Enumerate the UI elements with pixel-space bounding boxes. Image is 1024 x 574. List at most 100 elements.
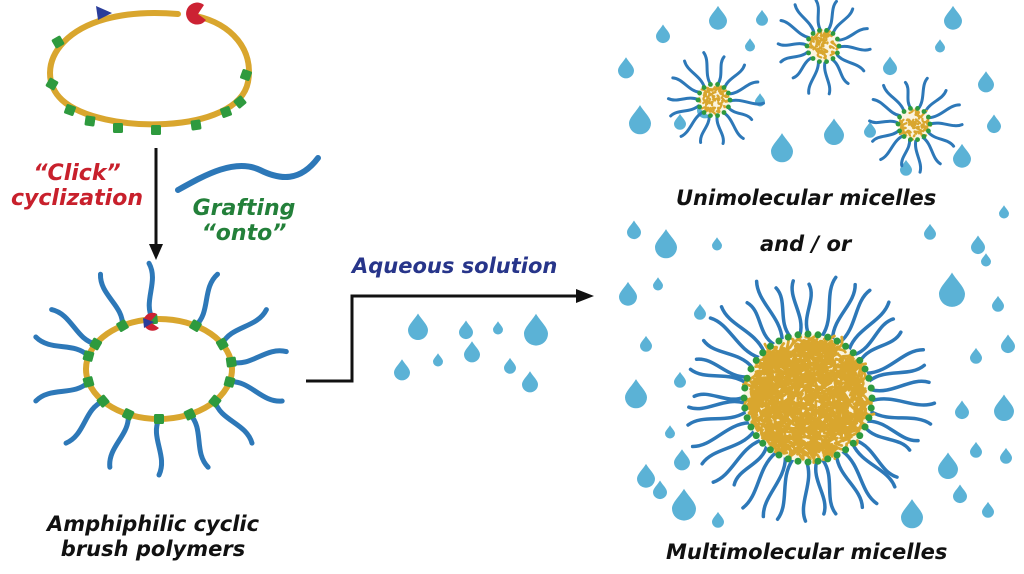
micelle-junction-bead [897, 114, 902, 120]
brush-side-chain [146, 260, 156, 322]
micelle-junction-bead [835, 50, 840, 56]
alkyne-end-triangle [96, 6, 112, 20]
corona-chain [841, 449, 879, 506]
micelle-junction-bead [915, 137, 920, 142]
grafting-onto-label: Grafting “onto” [186, 196, 302, 247]
micelle-junction-bead [804, 458, 812, 466]
micelle-junction-bead [921, 109, 927, 114]
water-droplet-icon [999, 205, 1009, 219]
corona-chain [715, 114, 725, 146]
corona-chain [831, 7, 855, 36]
corona-chain [871, 128, 901, 143]
water-droplet-icon [883, 56, 897, 76]
corona-chain [669, 104, 701, 118]
graft-junction-bead [96, 394, 110, 408]
micelle-junction-bead [806, 50, 811, 56]
micelle-junction-bead [697, 104, 702, 110]
corona-chain [779, 18, 811, 40]
grafting-label-line1: Grafting [192, 196, 296, 221]
water-droplet-icon [992, 295, 1005, 312]
side-group-bead [45, 77, 59, 91]
brush-side-chain [49, 307, 99, 347]
brush-backbone [83, 316, 235, 422]
water-droplet-icon [394, 359, 410, 381]
corona-chain [823, 60, 832, 96]
corona-chain [791, 56, 814, 80]
water-droplet-icon [953, 143, 971, 168]
water-droplet-icon [674, 371, 686, 388]
micelle-junction-bead [824, 28, 829, 33]
micelle-junction-bead [804, 43, 810, 49]
micelle-junction-bead [842, 342, 850, 350]
azide-end-pacman [186, 2, 206, 25]
micelle-junction-bead [794, 457, 802, 465]
corona-chain [790, 279, 803, 337]
water-droplet-icon [824, 118, 844, 145]
micelle-junction-bead [817, 59, 822, 64]
micelle-junction-bead [784, 333, 792, 341]
graft-junction-bead [225, 356, 237, 368]
water-droplet-icon [994, 394, 1014, 421]
brush-side-chain [97, 271, 126, 329]
click-cyclization-label: “Click” cyclization [8, 161, 146, 212]
click-label-line1: “Click” [33, 161, 121, 186]
water-droplet-icon [712, 237, 722, 251]
micelle-junction-bead [856, 356, 864, 364]
unimolecular-micelle [776, 0, 872, 96]
graft-junction-bead [183, 408, 197, 421]
water-droplet-icon [987, 114, 1001, 134]
graft-junction-bead [89, 337, 103, 351]
micelle-junction-bead [921, 134, 927, 139]
micelle-junction-bead [830, 56, 836, 61]
corona-chain [879, 134, 905, 162]
graft-junction-bead [82, 350, 95, 362]
side-group-bead [233, 95, 247, 109]
side-group-bead [84, 115, 96, 127]
water-droplet-icon [745, 38, 755, 52]
corona-chain [921, 135, 942, 166]
micelle-junction-bead [804, 330, 812, 338]
micelle-junction-bead [908, 137, 913, 142]
corona-chain [870, 397, 937, 407]
corona-chain [814, 0, 823, 32]
brush-side-chain [153, 416, 165, 478]
brush-graft-junctions [82, 313, 237, 424]
brush-side-chain [212, 398, 255, 446]
graft-junction-bead [208, 394, 222, 408]
water-droplet-icon [522, 371, 538, 393]
corona-chain [679, 110, 705, 138]
aqueous-solution-label: Aqueous solution [352, 254, 558, 278]
micelle-junction-bead [901, 109, 907, 114]
corona-chain [868, 119, 900, 125]
water-droplet-icon [771, 133, 793, 163]
corona-chain [834, 453, 865, 510]
corona-chain [699, 113, 711, 144]
water-droplet-icon [637, 463, 655, 488]
water-droplet-icon [653, 277, 663, 291]
water-droplet-icon [944, 5, 962, 30]
brush-side-chain [219, 307, 269, 347]
corona-chain [826, 0, 838, 33]
corona-chain [850, 442, 897, 489]
water-droplet-icon [674, 113, 686, 130]
micelle-junction-bead [806, 36, 811, 42]
multimolecular-label: Multimolecular micelles [666, 540, 948, 564]
corona-chain [687, 399, 746, 411]
corona-chain [716, 55, 726, 86]
water-droplet-icon [640, 335, 652, 352]
water-droplet-icon [935, 39, 945, 53]
water-droplet-icon [672, 488, 696, 521]
side-group-bead [220, 106, 232, 118]
micelle-junction-bead [865, 374, 873, 382]
water-droplet-icon [694, 303, 706, 320]
click-label-line2: cyclization [11, 186, 143, 212]
corona-chain [830, 57, 850, 86]
micelle-junction-bead [708, 113, 713, 118]
micelle-junction-bead [715, 113, 720, 118]
water-droplet-icon [459, 320, 473, 340]
brush-side-chain [63, 398, 106, 446]
water-droplet-icon [433, 353, 443, 367]
water-droplet-icon [524, 313, 548, 346]
water-droplet-icon [712, 511, 724, 528]
side-group-bead [190, 119, 202, 131]
